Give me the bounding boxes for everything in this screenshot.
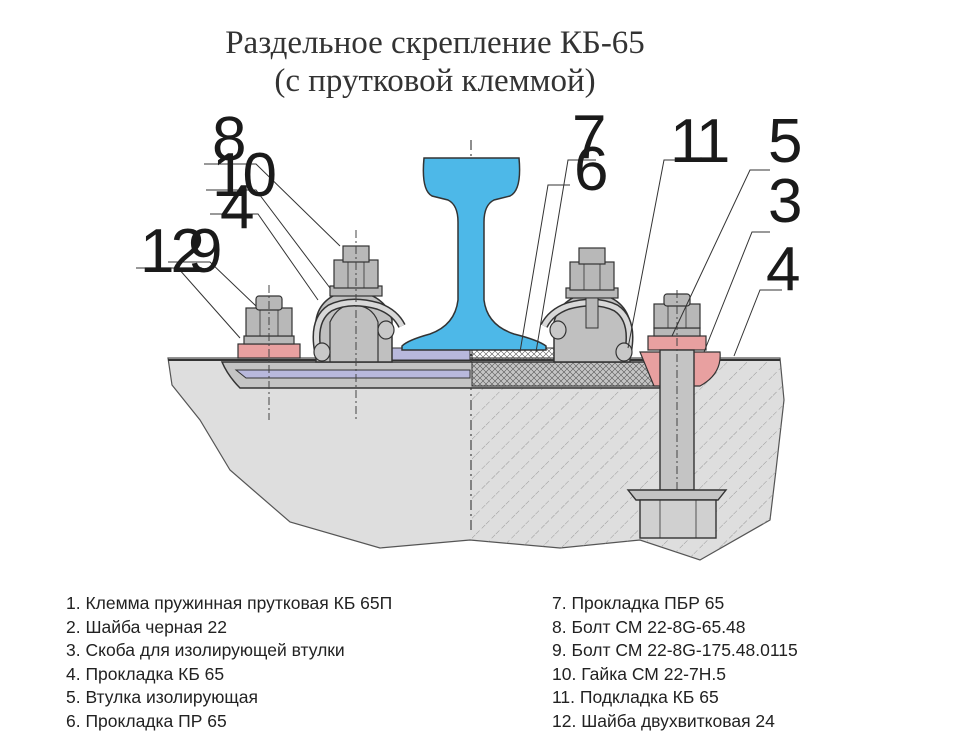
legend-item-11: 11. Подкладка КБ 65 [552,686,798,710]
left-callouts: 8 10 4 12 9 [140,105,275,286]
legend-left-column: 1. Клемма пружинная прутковая КБ 65П 2. … [66,592,392,733]
legend-item-5: 5. Втулка изолирующая [66,686,392,710]
legend-item-10: 10. Гайка СМ 22-7Н.5 [552,663,798,687]
legend-item-6: 6. Прокладка ПР 65 [66,710,392,733]
callout-11: 11 [670,107,728,176]
legend-item-2: 2. Шайба черная 22 [66,616,392,640]
base-plate [222,362,660,388]
legend-item-8: 8. Болт СМ 22-8G-65.48 [552,616,798,640]
legend-right-column: 7. Прокладка ПБР 65 8. Болт СМ 22-8G-65.… [552,592,798,733]
callout-3: 3 [768,167,800,236]
right-clamp [544,248,632,362]
callout-6: 6 [574,135,606,204]
callout-9: 9 [188,217,220,286]
callout-4-right: 4 [766,235,799,304]
callout-5: 5 [768,107,800,176]
rail [402,158,546,350]
legend-item-9: 9. Болт СМ 22-8G-175.48.0115 [552,639,798,663]
legend-item-12: 12. Шайба двухвитковая 24 [552,710,798,733]
callout-4-left: 4 [220,173,253,242]
fastening-drawing: 8 10 4 12 9 7 6 11 5 3 4 [0,0,960,590]
legend-item-3: 3. Скоба для изолирующей втулки [66,639,392,663]
legend-item-7: 7. Прокладка ПБР 65 [552,592,798,616]
legend-item-4: 4. Прокладка КБ 65 [66,663,392,687]
legend-item-1: 1. Клемма пружинная прутковая КБ 65П [66,592,392,616]
